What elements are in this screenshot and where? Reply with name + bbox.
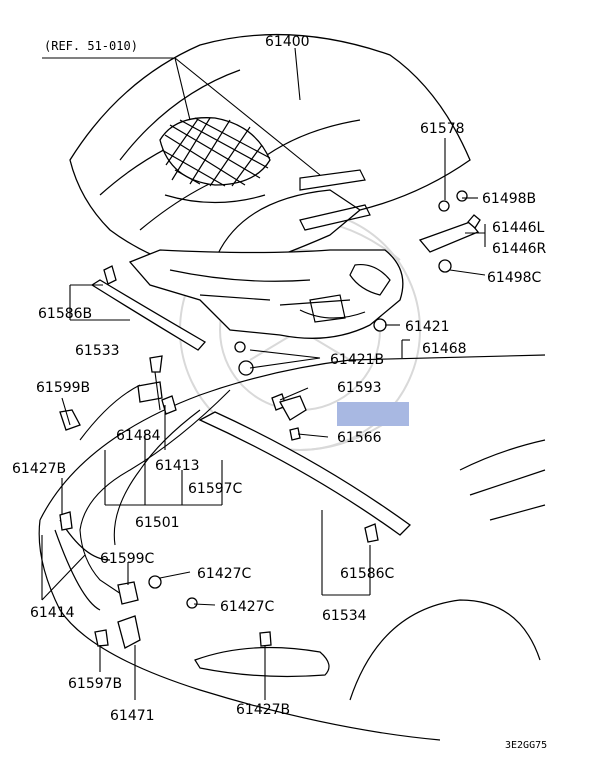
label-61534[interactable]: 61534 — [322, 608, 367, 624]
label-61498C[interactable]: 61498C — [487, 270, 542, 286]
label-61400[interactable]: 61400 — [265, 34, 310, 50]
weatherstrip-61533 — [90, 265, 207, 351]
hood-inner-frame — [128, 249, 404, 339]
highlight-box[interactable] — [337, 402, 409, 426]
label-61421B[interactable]: 61421B — [330, 352, 384, 368]
diagram-code: 3E2GG75 — [505, 740, 547, 751]
release-cable-61414 — [79, 384, 231, 601]
part-labels: (REF. 51-010) 61400 61578 61498B 61446L … — [12, 34, 547, 751]
hood-hinge-assembly — [418, 190, 481, 273]
label-61421[interactable]: 61421 — [405, 319, 450, 335]
label-61414[interactable]: 61414 — [30, 605, 75, 621]
label-61586C[interactable]: 61586C — [340, 566, 395, 582]
hood-panel — [69, 33, 471, 276]
label-61599B[interactable]: 61599B — [36, 380, 90, 396]
label-61599C[interactable]: 61599C — [100, 551, 155, 567]
label-61413[interactable]: 61413 — [155, 458, 200, 474]
leader-lines — [41, 47, 486, 700]
label-61597B[interactable]: 61597B — [68, 676, 122, 692]
label-61446R[interactable]: 61446R — [492, 241, 547, 257]
car-body-outline — [38, 354, 546, 741]
label-61533[interactable]: 61533 — [75, 343, 120, 359]
label-61427B-bottom[interactable]: 61427B — [236, 702, 290, 718]
label-61427C-2[interactable]: 61427C — [220, 599, 275, 615]
label-61566[interactable]: 61566 — [337, 430, 382, 446]
ref-label[interactable]: (REF. 51-010) — [44, 39, 138, 53]
label-61471[interactable]: 61471 — [110, 708, 155, 724]
label-61484[interactable]: 61484 — [116, 428, 161, 444]
label-61468[interactable]: 61468 — [422, 341, 467, 357]
label-61578[interactable]: 61578 — [420, 121, 465, 137]
label-61597C[interactable]: 61597C — [188, 481, 243, 497]
label-61586B[interactable]: 61586B — [38, 306, 92, 322]
label-61593[interactable]: 61593 — [337, 380, 382, 396]
hood-scoop-mesh — [159, 117, 271, 204]
label-61446L[interactable]: 61446L — [492, 220, 545, 236]
label-61427C-1[interactable]: 61427C — [197, 566, 252, 582]
label-61427B-left[interactable]: 61427B — [12, 461, 66, 477]
label-61501[interactable]: 61501 — [135, 515, 180, 531]
small-hardware-parts — [59, 318, 387, 649]
label-61498B[interactable]: 61498B — [482, 191, 536, 207]
cowl-strip-61534 — [198, 411, 411, 543]
